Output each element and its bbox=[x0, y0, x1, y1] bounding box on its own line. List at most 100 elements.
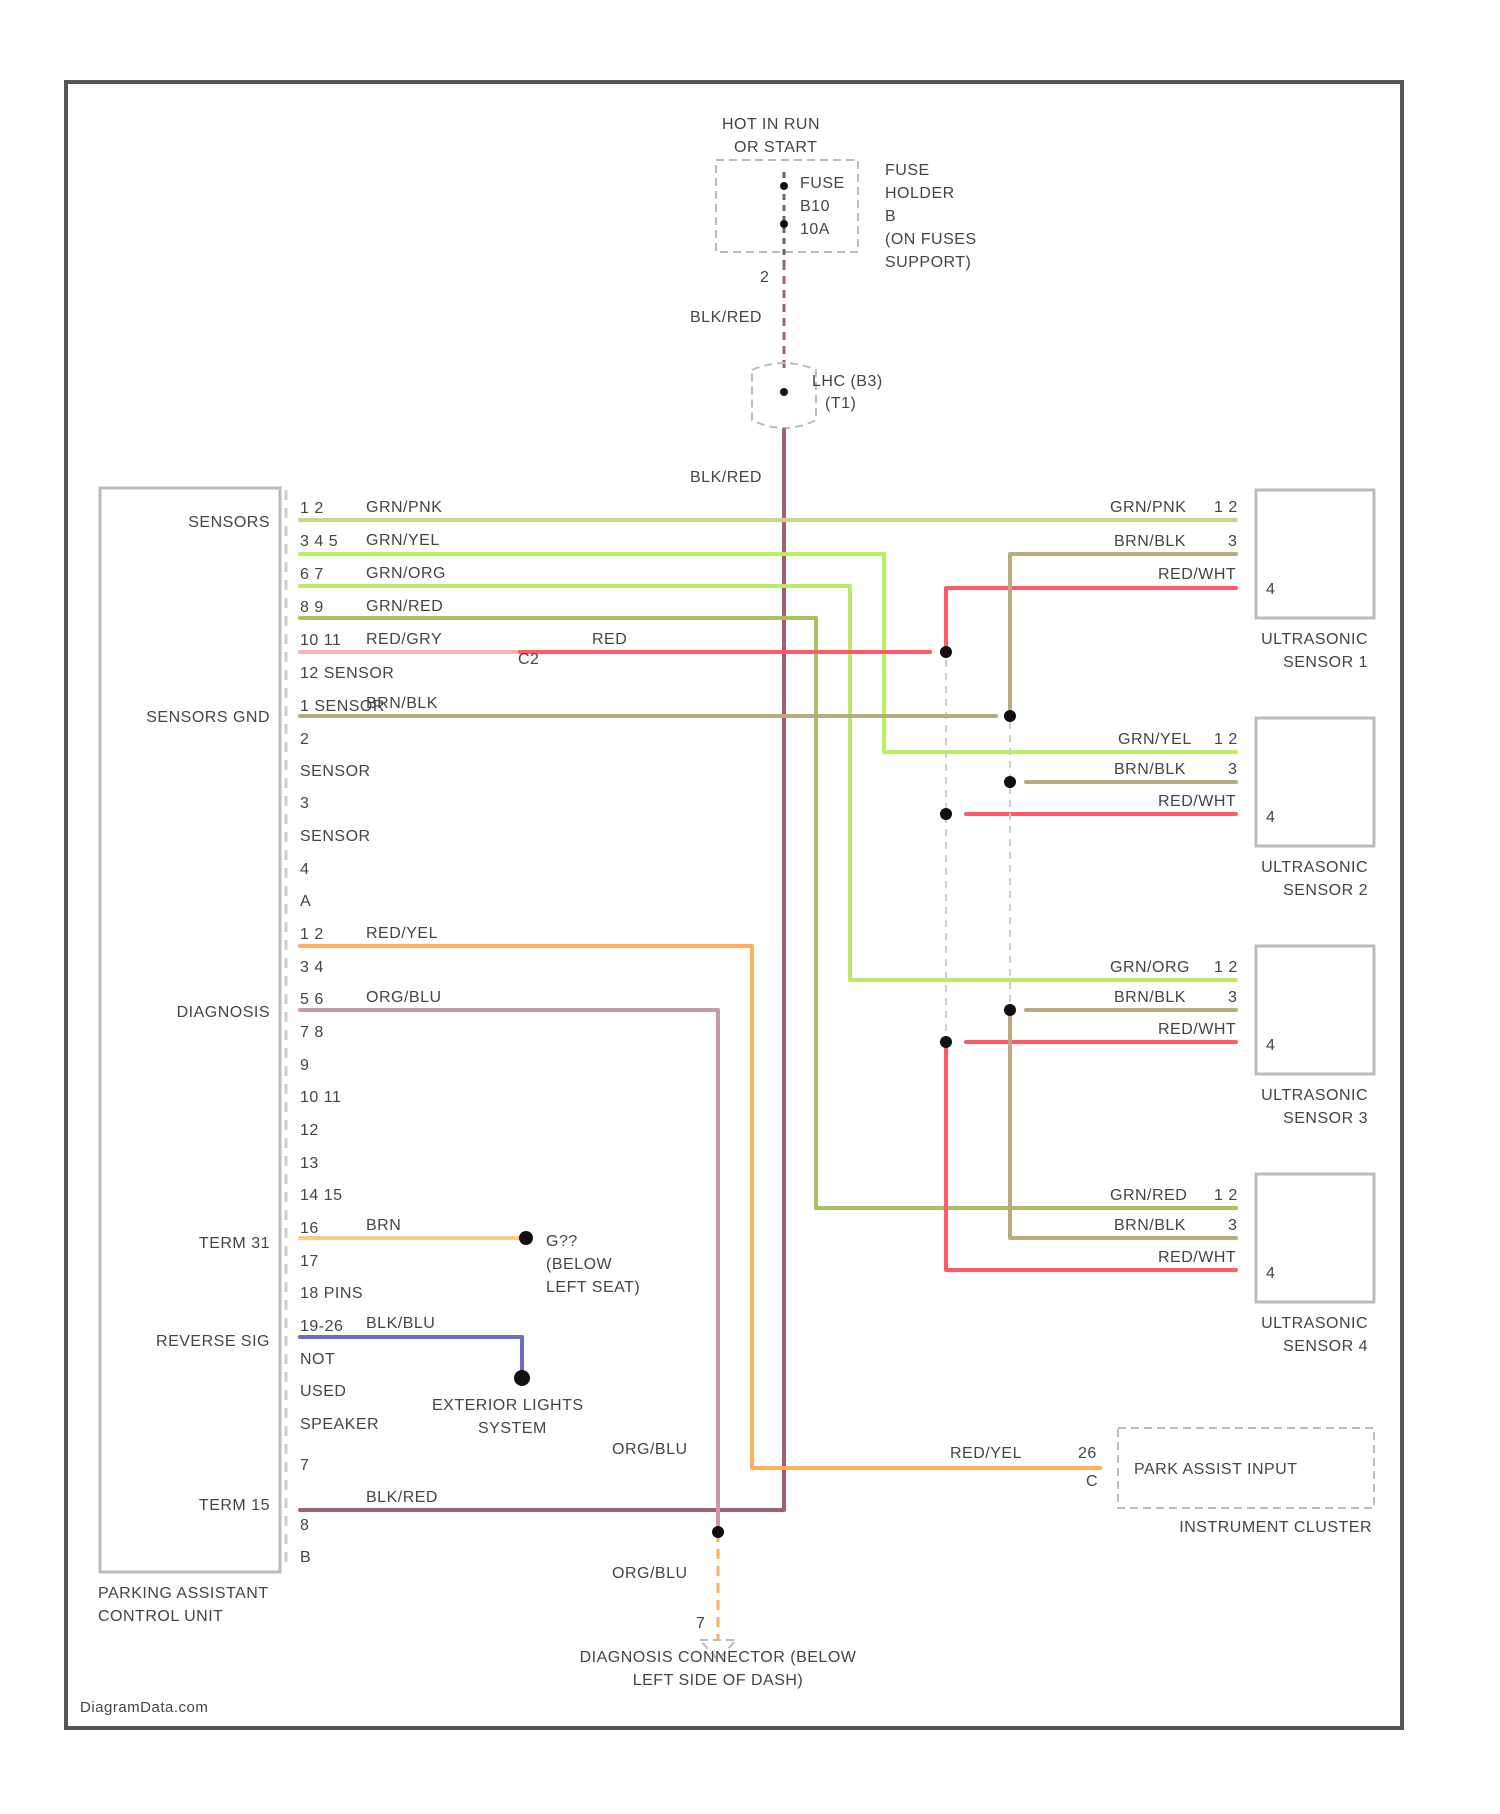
ground-label: G?? bbox=[546, 1233, 578, 1250]
wire-red-bus-sensor4 bbox=[946, 1042, 1236, 1270]
fuse-dot-bottom bbox=[780, 220, 788, 228]
splice-point bbox=[940, 1036, 952, 1048]
control-unit-name: PARKING ASSISTANT bbox=[98, 1585, 269, 1602]
pin-label: 10 11 bbox=[300, 632, 341, 649]
pin-label: SENSOR bbox=[300, 763, 371, 780]
sensor-wire-label: RED/WHT bbox=[1158, 1249, 1236, 1266]
label-sensors-gnd: SENSORS GND bbox=[146, 709, 270, 726]
sensor-wire-label: RED/WHT bbox=[1158, 566, 1236, 583]
pin-label: 1 2 bbox=[300, 926, 324, 943]
sensor-pin: 3 bbox=[1228, 533, 1237, 550]
exterior-lights-label: EXTERIOR LIGHTS bbox=[432, 1397, 584, 1414]
exterior-lights-point bbox=[514, 1370, 530, 1386]
dlc-label: DIAGNOSIS CONNECTOR (BELOW bbox=[580, 1649, 857, 1666]
pin-label: 12 bbox=[300, 1122, 319, 1139]
sensor-box bbox=[1256, 1174, 1374, 1302]
cluster-name: INSTRUMENT CLUSTER bbox=[1179, 1519, 1372, 1536]
ultrasonic-sensor-4: GRN/RED BRN/BLK RED/WHT 1 2 3 4 ULTRASON… bbox=[1110, 1174, 1374, 1355]
wire-label: ORG/BLU bbox=[366, 989, 442, 1006]
wire-label: RED/YEL bbox=[366, 925, 438, 942]
wire-label: GRN/ORG bbox=[366, 565, 446, 582]
pin-label: 5 6 bbox=[300, 991, 324, 1008]
pin-label: 7 8 bbox=[300, 1024, 324, 1041]
wire-label: RED bbox=[592, 631, 627, 648]
fuse-id: B10 bbox=[800, 198, 830, 215]
ground-point bbox=[519, 1231, 533, 1245]
wire-blk-red-feed bbox=[300, 430, 784, 1510]
pin-label: 8 bbox=[300, 1517, 309, 1534]
pin-label: 18 PINS bbox=[300, 1285, 363, 1302]
sensor-pin: 3 bbox=[1228, 761, 1237, 778]
sensor-pin: 3 bbox=[1228, 989, 1237, 1006]
pin-label: 9 bbox=[300, 1057, 309, 1074]
pin-label: 2 bbox=[300, 731, 309, 748]
label-term31: TERM 31 bbox=[199, 1235, 270, 1252]
fuse-pin: 2 bbox=[760, 269, 769, 286]
sensor-pin: 1 2 bbox=[1214, 1187, 1238, 1204]
fuse-rating: 10A bbox=[800, 221, 830, 238]
sensor-pin: 1 2 bbox=[1214, 731, 1238, 748]
power-hot-label: HOT IN RUN bbox=[722, 116, 820, 133]
ultrasonic-sensor-3: GRN/ORG BRN/BLK RED/WHT 1 2 3 4 ULTRASON… bbox=[1110, 946, 1374, 1127]
wire-label: RED/YEL bbox=[950, 1445, 1022, 1462]
fuse-holder-box bbox=[716, 160, 858, 252]
pin-label: 6 7 bbox=[300, 566, 324, 583]
splice-label: LHC (B3) bbox=[812, 373, 883, 390]
wire-label: BRN bbox=[366, 1217, 401, 1234]
pin-label: 8 9 bbox=[300, 599, 324, 616]
cluster-pin: 26 bbox=[1078, 1445, 1097, 1462]
pin-label: SPEAKER bbox=[300, 1416, 379, 1433]
pin-label: 3 4 bbox=[300, 959, 324, 976]
pin-label: USED bbox=[300, 1383, 346, 1400]
ground-label-3: LEFT SEAT) bbox=[546, 1279, 640, 1296]
pin-label: 14 15 bbox=[300, 1187, 343, 1204]
fuse-holder-label: FUSE bbox=[885, 162, 930, 179]
wire-label: BLK/BLU bbox=[366, 1315, 435, 1332]
dlc-pin: 7 bbox=[696, 1615, 705, 1632]
sensor-name: ULTRASONIC bbox=[1261, 631, 1368, 648]
sensor-name-2: SENSOR 4 bbox=[1283, 1338, 1368, 1355]
wire-label: RED/GRY bbox=[366, 631, 442, 648]
sensor-name-2: SENSOR 1 bbox=[1283, 654, 1368, 671]
fuse-holder-label-3: B bbox=[885, 208, 896, 225]
power-wire-label-lower: BLK/RED bbox=[690, 469, 762, 486]
pin-label: 12 SENSOR bbox=[300, 665, 394, 682]
sensor-name: ULTRASONIC bbox=[1261, 1087, 1368, 1104]
sensor-wire-label: GRN/PNK bbox=[1110, 499, 1186, 516]
fuse-label: FUSE bbox=[800, 175, 845, 192]
sensor-pin: 4 bbox=[1266, 1265, 1275, 1282]
sensor-pin: 1 2 bbox=[1214, 499, 1238, 516]
cluster-input-label: PARK ASSIST INPUT bbox=[1134, 1461, 1298, 1478]
control-unit-name-2: CONTROL UNIT bbox=[98, 1608, 223, 1625]
fuse-holder-label-4: (ON FUSES bbox=[885, 231, 977, 248]
splice-point bbox=[1004, 776, 1016, 788]
pin-label: 3 4 5 bbox=[300, 533, 338, 550]
sensor-name: ULTRASONIC bbox=[1261, 859, 1368, 876]
wire-grn-red bbox=[300, 618, 1236, 1208]
sensor-wire-label: BRN/BLK bbox=[1114, 761, 1186, 778]
label-reverse-sig: REVERSE SIG bbox=[156, 1333, 270, 1350]
splice-dot bbox=[780, 388, 788, 396]
ultrasonic-sensor-2: GRN/YEL BRN/BLK RED/WHT 1 2 3 4 ULTRASON… bbox=[1114, 718, 1374, 899]
power-hot-label-2: OR START bbox=[734, 139, 817, 156]
sensor-wire-label: BRN/BLK bbox=[1114, 1217, 1186, 1234]
ultrasonic-sensor-1: GRN/PNK BRN/BLK RED/WHT 1 2 3 4 ULTRASON… bbox=[1110, 490, 1374, 671]
wire-label: GRN/YEL bbox=[366, 532, 440, 549]
splice-point bbox=[712, 1526, 724, 1538]
wire-label: ORG/BLU bbox=[612, 1441, 688, 1458]
fuse-dot-top bbox=[780, 182, 788, 190]
pin-label: SENSOR bbox=[300, 828, 371, 845]
fuse-holder-label-2: HOLDER bbox=[885, 185, 955, 202]
pin-label: 13 bbox=[300, 1155, 319, 1172]
label-term15: TERM 15 bbox=[199, 1497, 270, 1514]
splice-point bbox=[1004, 1004, 1016, 1016]
exterior-lights-label-2: SYSTEM bbox=[478, 1420, 547, 1437]
wire-label: GRN/PNK bbox=[366, 499, 442, 516]
sensor-name-2: SENSOR 2 bbox=[1283, 882, 1368, 899]
pin-label: 19-26 bbox=[300, 1318, 343, 1335]
control-unit-box bbox=[100, 488, 280, 1572]
power-wire-label-upper: BLK/RED bbox=[690, 309, 762, 326]
pin-label: 7 bbox=[300, 1457, 309, 1474]
pin-label: 4 bbox=[300, 861, 309, 878]
splice-label-2: (T1) bbox=[825, 395, 856, 412]
